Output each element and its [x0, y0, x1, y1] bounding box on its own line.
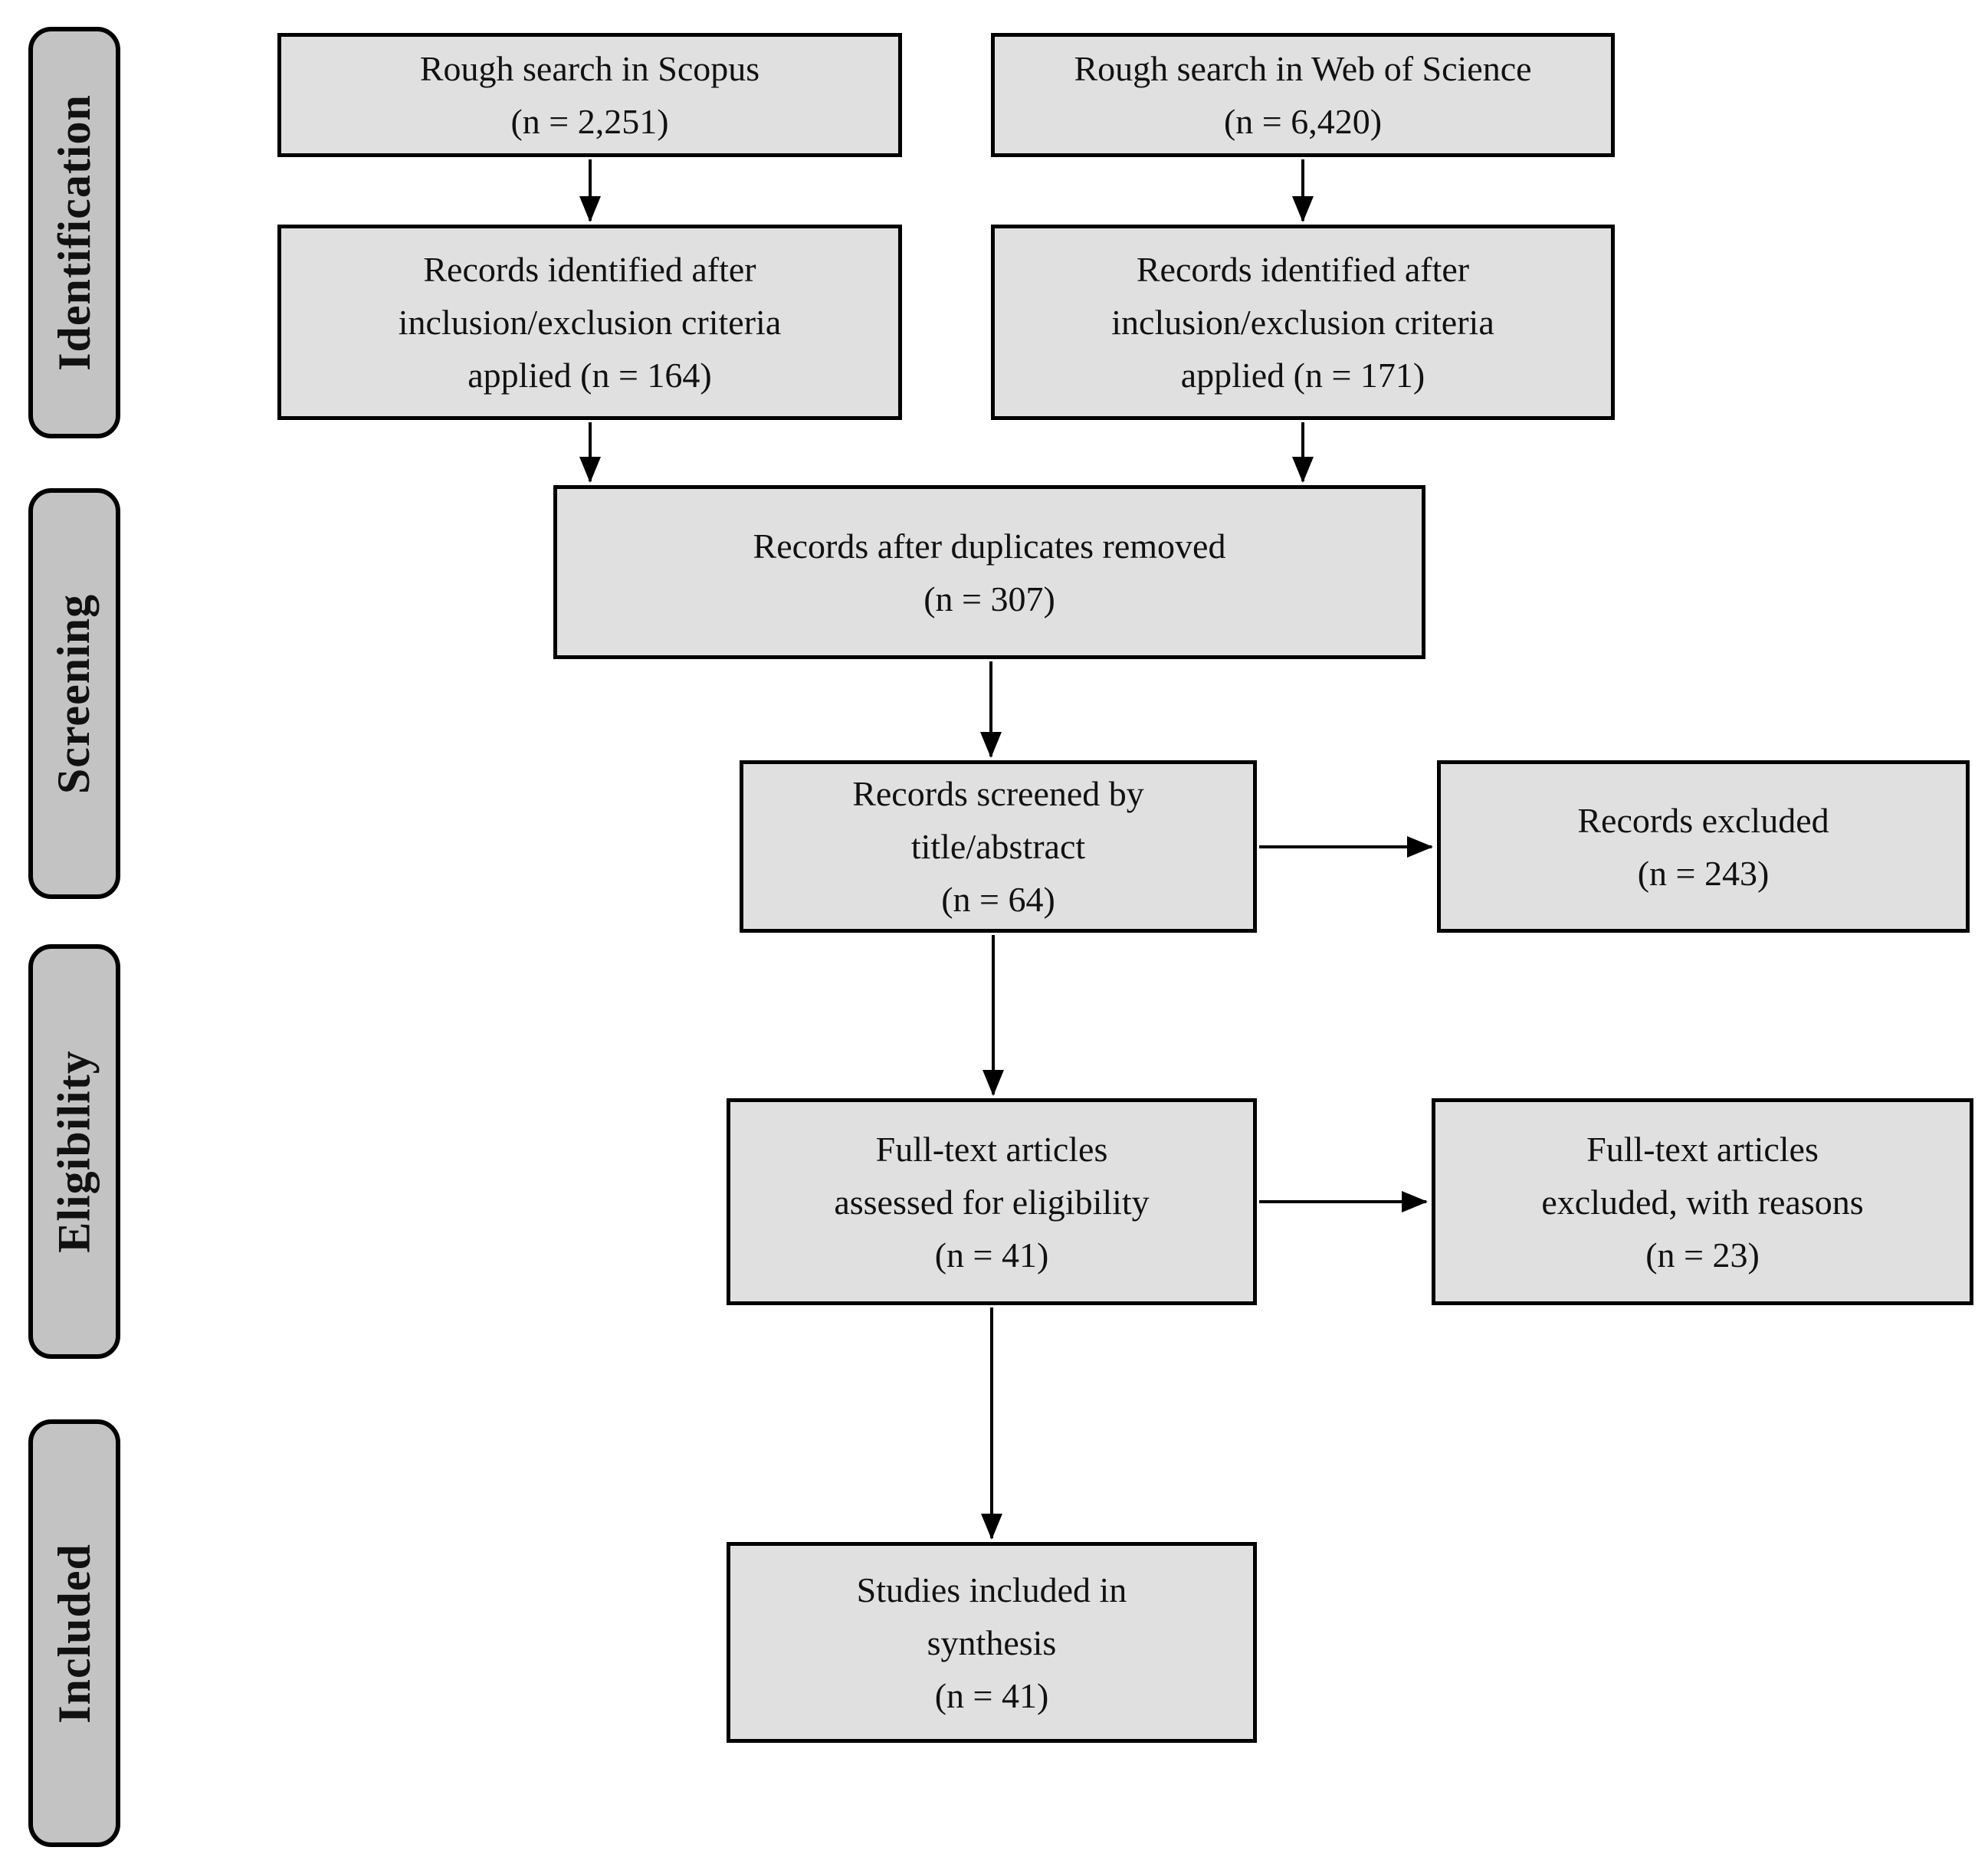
box-studies-included-line1: Studies included in — [856, 1570, 1127, 1609]
stage-tab-eligibility-label: Eligibility — [48, 1050, 100, 1253]
stage-tab-included-label: Included — [48, 1543, 100, 1724]
stage-tab-screening-label: Screening — [48, 593, 100, 794]
stage-tab-eligibility: Eligibility — [28, 944, 120, 1359]
box-fulltext-assessed: Full-text articles assessed for eligibil… — [727, 1098, 1257, 1305]
box-wos-filtered-count: applied (n = 171) — [1180, 356, 1425, 395]
box-fulltext-assessed-line1: Full-text articles — [875, 1129, 1108, 1169]
box-wos-filtered-line2: inclusion/exclusion criteria — [1111, 303, 1494, 342]
box-wos-search-count: (n = 6,420) — [1223, 102, 1383, 141]
box-records-excluded-line1: Records excluded — [1577, 800, 1829, 840]
stage-tab-screening: Screening — [28, 488, 120, 899]
box-scopus-search-line1: Rough search in Scopus — [419, 49, 760, 88]
box-scopus-search: Rough search in Scopus (n = 2,251) — [277, 33, 902, 157]
box-records-screened-count: (n = 64) — [941, 880, 1055, 919]
box-scopus-filtered-count: applied (n = 164) — [467, 356, 712, 395]
box-wos-search: Rough search in Web of Science (n = 6,42… — [991, 33, 1615, 157]
box-records-screened: Records screened by title/abstract (n = … — [740, 760, 1257, 933]
box-records-screened-line2: title/abstract — [910, 827, 1086, 866]
box-fulltext-excluded-line1: Full-text articles — [1586, 1129, 1819, 1169]
box-fulltext-assessed-count: (n = 41) — [934, 1235, 1049, 1275]
box-fulltext-excluded: Full-text articles excluded, with reason… — [1432, 1098, 1973, 1305]
box-duplicates-removed-count: (n = 307) — [923, 579, 1055, 618]
box-duplicates-removed-line1: Records after duplicates removed — [753, 526, 1226, 566]
box-wos-filtered: Records identified after inclusion/exclu… — [991, 225, 1615, 420]
box-fulltext-excluded-count: (n = 23) — [1645, 1235, 1760, 1275]
stage-tab-identification: Identification — [28, 27, 120, 438]
stage-tab-included: Included — [28, 1419, 120, 1847]
box-scopus-filtered: Records identified after inclusion/exclu… — [277, 225, 902, 420]
stage-tab-identification-label: Identification — [48, 94, 100, 371]
box-scopus-search-count: (n = 2,251) — [510, 102, 669, 141]
box-fulltext-excluded-line2: excluded, with reasons — [1541, 1182, 1864, 1222]
box-studies-included: Studies included in synthesis (n = 41) — [727, 1542, 1257, 1743]
box-scopus-filtered-line2: inclusion/exclusion criteria — [398, 303, 782, 342]
box-wos-search-line1: Rough search in Web of Science — [1074, 49, 1532, 88]
box-records-excluded: Records excluded (n = 243) — [1437, 760, 1970, 933]
box-scopus-filtered-line1: Records identified after — [423, 250, 756, 289]
box-records-excluded-count: (n = 243) — [1637, 853, 1770, 893]
box-duplicates-removed: Records after duplicates removed (n = 30… — [553, 485, 1425, 659]
box-studies-included-count: (n = 41) — [934, 1675, 1049, 1715]
box-wos-filtered-line1: Records identified after — [1136, 250, 1470, 289]
box-studies-included-line2: synthesis — [927, 1622, 1057, 1662]
box-records-screened-line1: Records screened by — [852, 774, 1144, 813]
box-fulltext-assessed-line2: assessed for eligibility — [834, 1182, 1150, 1222]
